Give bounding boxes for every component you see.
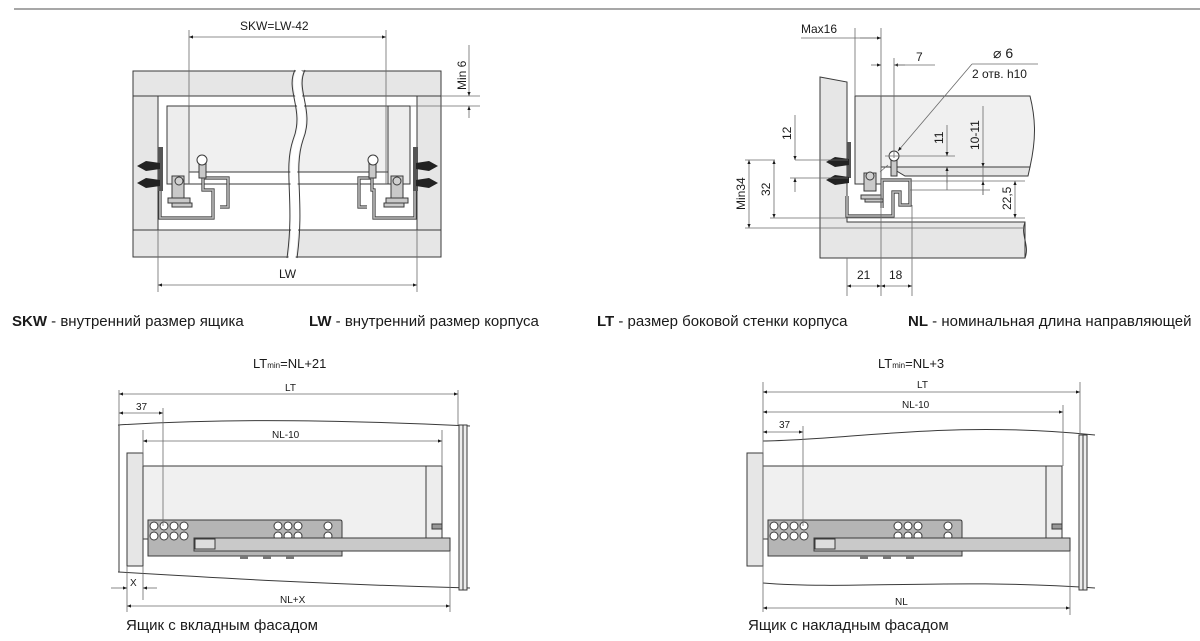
- legend-nl: NL - номинальная длина направляющей: [908, 313, 1192, 330]
- overlay-lt-label: LT: [917, 380, 928, 391]
- inset-nl-minus-10-label: NL-10: [272, 430, 300, 441]
- formula-rest: =NL+3: [905, 356, 945, 371]
- max16-label: Max16: [801, 22, 837, 36]
- formula-overlay: LTmin=NL+3: [878, 356, 944, 371]
- caption-inset-front: Ящик с вкладным фасадом: [126, 617, 318, 634]
- formula-sub: min: [892, 361, 906, 370]
- legend-desc: - размер боковой стенки корпуса: [614, 313, 848, 330]
- inset-nl-plus-x-label: NL+X: [280, 595, 306, 606]
- legend-term: SKW: [12, 313, 47, 330]
- legend-term: LT: [597, 313, 615, 330]
- min6-label: Min 6: [455, 60, 469, 90]
- legend-lw: LW - внутренний размер корпуса: [309, 313, 539, 330]
- legend-term: NL: [908, 313, 928, 330]
- side-view-inset-front: [111, 390, 471, 612]
- legend-desc: - номинальная длина направляющей: [928, 313, 1192, 330]
- dim-10-11-label: 10-11: [968, 120, 982, 150]
- formula-main: LT: [253, 356, 268, 371]
- overlay-nl-label: NL: [895, 597, 908, 608]
- formula-inset: LTmin=NL+21: [253, 356, 326, 371]
- overlay-nl-minus-10-label: NL-10: [902, 400, 930, 411]
- dim-7-label: 7: [916, 50, 923, 64]
- detail-view: [745, 28, 1038, 296]
- overlay-37-label: 37: [779, 420, 791, 431]
- hole-diameter-label: ⌀ 6: [993, 45, 1013, 61]
- side-view-overlay-front: [746, 382, 1096, 615]
- dim-32-label: 32: [759, 182, 773, 196]
- formula-main: LT: [878, 356, 893, 371]
- caption-overlay-front: Ящик с накладным фасадом: [748, 617, 949, 634]
- legend-skw: SKW - внутренний размер ящика: [12, 313, 244, 330]
- legend-desc: - внутренний размер ящика: [47, 313, 244, 330]
- legend-lt: LT - размер боковой стенки корпуса: [597, 313, 847, 330]
- legend-desc: - внутренний размер корпуса: [331, 313, 539, 330]
- min34-label: Min34: [734, 177, 748, 210]
- dim-21-label: 21: [857, 268, 871, 282]
- formula-sub: min: [267, 361, 281, 370]
- legend-term: LW: [309, 313, 332, 330]
- dim-18-label: 18: [889, 268, 903, 282]
- hole-note-label: 2 отв. h10: [972, 67, 1027, 81]
- lw-dimension-label: LW: [279, 267, 297, 281]
- inset-lt-label: LT: [285, 383, 296, 394]
- inset-37-label: 37: [136, 402, 148, 413]
- dim-22-5-label: 22,5: [1000, 186, 1014, 210]
- formula-rest: =NL+21: [280, 356, 327, 371]
- inset-x-label: X: [130, 578, 137, 589]
- dim-11-label: 11: [932, 131, 946, 144]
- dim-12-label: 12: [780, 126, 794, 140]
- skw-formula-label: SKW=LW-42: [240, 19, 309, 33]
- cross-section-view: [132, 30, 480, 292]
